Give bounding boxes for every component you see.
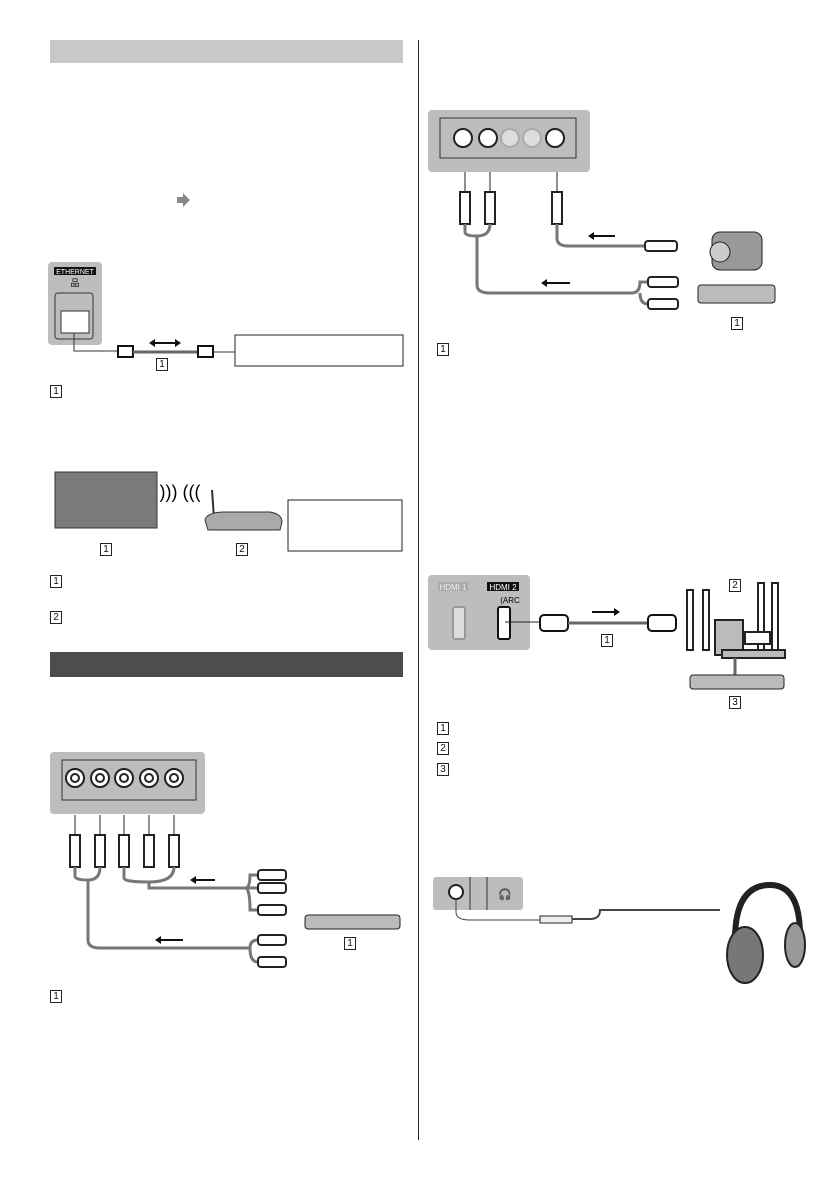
legend-number: 1 bbox=[50, 990, 62, 1003]
ref-amplifier: 3 bbox=[729, 696, 741, 709]
legend-number: 2 bbox=[50, 611, 62, 624]
hdmi2-label: HDMI 2 bbox=[489, 583, 517, 592]
legend-number: 3 bbox=[437, 763, 449, 776]
legend-number: 2 bbox=[437, 742, 449, 755]
network-device-box bbox=[234, 334, 404, 367]
ref-router: 2 bbox=[236, 543, 248, 556]
section-header-av bbox=[50, 652, 403, 677]
headphone-jack bbox=[448, 884, 464, 900]
tv-illustration bbox=[54, 471, 158, 529]
hdmi1-label: HDMI 1 bbox=[439, 583, 467, 592]
legend-number: 1 bbox=[437, 722, 449, 735]
ref-device: 1 bbox=[731, 317, 743, 330]
legend-number: 1 bbox=[50, 575, 62, 588]
column-divider bbox=[418, 40, 419, 1140]
arc-label: (ARC bbox=[500, 596, 520, 605]
ref-speakers: 2 bbox=[729, 579, 741, 592]
vcr-illustration bbox=[697, 284, 776, 304]
dvd-player-illustration bbox=[304, 914, 401, 930]
camcorder-illustration bbox=[709, 231, 763, 271]
ref-tv: 1 bbox=[100, 543, 112, 556]
internet-box bbox=[287, 499, 403, 552]
home-theatre-speakers-illustration bbox=[686, 582, 786, 659]
headphone-diagram: 🎧 bbox=[433, 877, 806, 984]
reference-arrow-icon bbox=[177, 193, 190, 207]
ethernet-port-label: ETHERNET bbox=[56, 269, 94, 276]
headphone-icon: 🎧 bbox=[498, 888, 512, 901]
wireless-signal-icon: ))) ((( bbox=[160, 482, 201, 502]
headphones-illustration bbox=[726, 881, 806, 984]
ref-hdmi-cable: 1 bbox=[601, 634, 613, 647]
legend-number: 1 bbox=[437, 343, 449, 356]
component-diagram bbox=[50, 752, 401, 968]
amplifier-illustration bbox=[689, 674, 785, 690]
network-icon: 品 bbox=[70, 278, 79, 288]
wireless-diagram: ))) ((( bbox=[54, 471, 403, 552]
hdmi2-port bbox=[497, 606, 511, 640]
router-illustration bbox=[204, 511, 283, 531]
ref-cable: 1 bbox=[156, 358, 168, 371]
composite-diagram bbox=[428, 110, 776, 310]
ethernet-port bbox=[60, 310, 90, 334]
section-header-network bbox=[50, 40, 403, 63]
hdmi-diagram: HDMI 1 HDMI 2 (ARC bbox=[428, 575, 786, 690]
ethernet-diagram: ETHERNET 品 bbox=[48, 262, 404, 367]
legend-number: 1 bbox=[50, 385, 62, 398]
ref-device: 1 bbox=[344, 937, 356, 950]
